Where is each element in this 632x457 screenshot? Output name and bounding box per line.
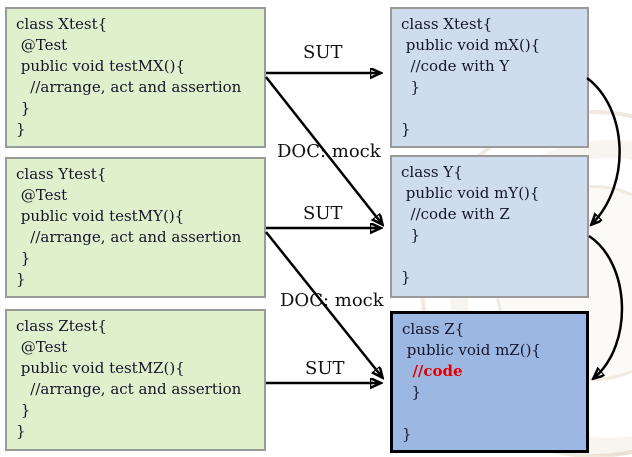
code-line: } bbox=[401, 78, 421, 96]
code-line: //code with Z bbox=[401, 205, 510, 223]
test-class-box-ytest: class Ytest{ @Test public void testMY(){… bbox=[5, 157, 266, 298]
code-line: } bbox=[16, 270, 26, 288]
sut-label-x: SUT bbox=[303, 42, 343, 63]
class-box-y: class Y{ public void mY(){ //code with Z… bbox=[390, 155, 589, 298]
code-line: } bbox=[401, 120, 411, 138]
code-line: } bbox=[16, 120, 26, 138]
code-line: //arrange, act and assertion bbox=[16, 78, 242, 96]
code-line: class Y{ bbox=[401, 163, 463, 181]
code-line: } bbox=[402, 425, 412, 443]
code-line: class Xtest{ bbox=[401, 15, 493, 33]
code-line bbox=[402, 403, 577, 424]
code-line: @Test bbox=[16, 338, 68, 356]
code-line: } bbox=[16, 249, 31, 267]
code-line: //code with Y bbox=[401, 57, 510, 75]
code-line: //arrange, act and assertion bbox=[16, 380, 242, 398]
code-line: } bbox=[401, 268, 411, 286]
code-line: } bbox=[401, 226, 421, 244]
code-line: } bbox=[16, 422, 26, 440]
code-line: public void mZ(){ bbox=[402, 341, 541, 359]
code-line: public void mY(){ bbox=[401, 184, 540, 202]
dependency-curve-y-to-z bbox=[588, 234, 624, 378]
code-line: @Test bbox=[16, 186, 68, 204]
code-line-highlighted-red: //code bbox=[402, 362, 463, 380]
dependency-curve-x-to-y bbox=[586, 77, 621, 224]
code-line: class Z{ bbox=[402, 320, 465, 338]
code-line: public void testMZ(){ bbox=[16, 359, 185, 377]
code-line: } bbox=[16, 99, 31, 117]
sut-label-z: SUT bbox=[305, 358, 345, 379]
test-class-box-ztest: class Ztest{ @Test public void testMZ(){… bbox=[5, 309, 266, 451]
sut-label-y: SUT bbox=[303, 203, 343, 224]
code-line bbox=[401, 98, 578, 119]
code-line: public void testMY(){ bbox=[16, 207, 185, 225]
code-line: class Ytest{ bbox=[16, 165, 107, 183]
code-line: @Test bbox=[16, 36, 68, 54]
class-box-z-highlighted: class Z{ public void mZ(){ //code } } bbox=[390, 311, 589, 453]
code-line: } bbox=[16, 401, 31, 419]
doc-mock-label-y: DOC: mock bbox=[280, 290, 384, 311]
code-line: public void mX(){ bbox=[401, 36, 541, 54]
doc-mock-label-x: DOC: mock bbox=[277, 141, 381, 162]
test-class-box-xtest: class Xtest{ @Test public void testMX(){… bbox=[5, 7, 266, 148]
code-line: } bbox=[402, 383, 422, 401]
code-line: public void testMX(){ bbox=[16, 57, 185, 75]
code-line bbox=[401, 246, 578, 267]
code-line: class Xtest{ bbox=[16, 15, 108, 33]
code-line: //arrange, act and assertion bbox=[16, 228, 242, 246]
class-box-xtest: class Xtest{ public void mX(){ //code wi… bbox=[390, 7, 589, 148]
code-line: class Ztest{ bbox=[16, 317, 107, 335]
